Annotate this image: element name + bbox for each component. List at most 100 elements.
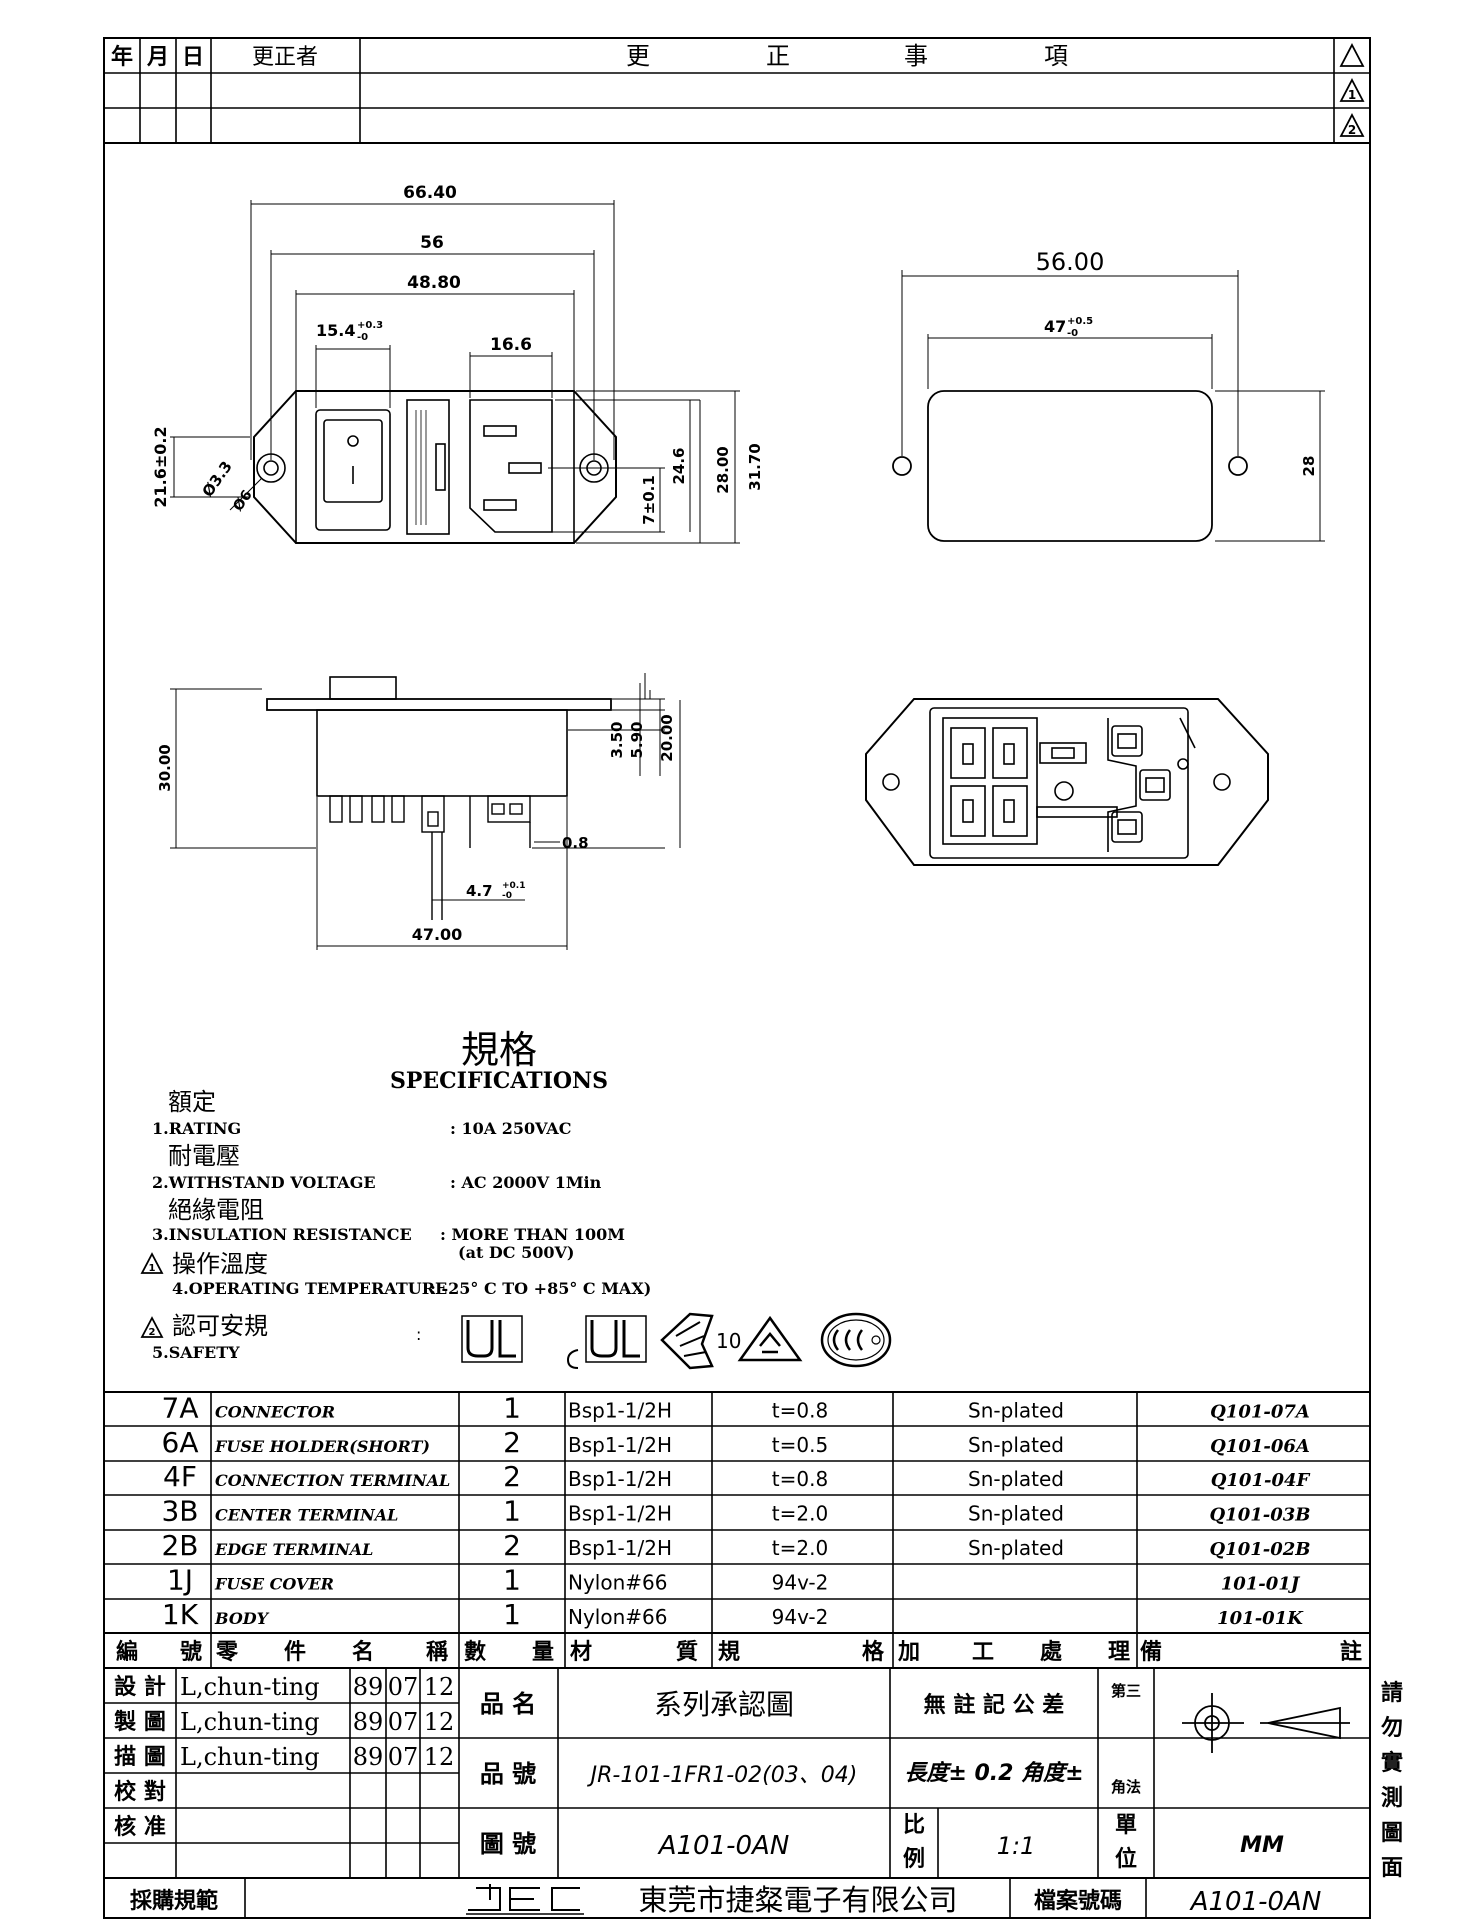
spec-value: : -25° C TO +85° C MAX): [430, 1279, 651, 1298]
svg-text:處: 處: [1040, 1640, 1062, 1665]
part-qty: 1: [503, 1598, 521, 1631]
spec-title-en: SPECIFICATIONS: [390, 1068, 608, 1094]
title-block-grid: [104, 1668, 1370, 1918]
revision-table: [104, 38, 1370, 144]
spec-label-en: 4.OPERATING TEMPERATURE: [172, 1279, 447, 1298]
svg-text:稱: 稱: [426, 1640, 448, 1665]
svg-text:格: 格: [862, 1639, 885, 1665]
spec-label-en: 1.RATING: [152, 1119, 241, 1138]
parts-table-grid: [104, 1391, 1370, 1669]
dim-pin-offset: 7±0.1: [640, 475, 658, 525]
svg-text:L,chun-ting: L,chun-ting: [180, 1743, 320, 1771]
part-name: CONNECTOR: [215, 1402, 335, 1421]
rear-view: [865, 698, 1269, 866]
svg-text:零: 零: [215, 1640, 239, 1665]
rev-header-char-4: 項: [1044, 42, 1068, 70]
part-name: EDGE TERMINAL: [214, 1540, 373, 1559]
part-remark: Q101-06A: [1210, 1436, 1310, 1457]
product-no: JR-101-1FR1-02(03、04): [587, 1763, 858, 1788]
svg-text:89: 89: [353, 1708, 384, 1736]
part-qty: 1: [503, 1391, 521, 1424]
part-process: Sn-plated: [968, 1398, 1064, 1422]
part-qty: 1: [503, 1495, 521, 1528]
spec-item-withstand-voltage: 耐電壓 2.WITHSTAND VOLTAGE : AC 2000V 1Min: [152, 1142, 602, 1192]
svg-text:12: 12: [424, 1708, 455, 1736]
tolerance-label: 無 註 記 公 差: [924, 1692, 1065, 1718]
third-angle-projection-icon: [1182, 1693, 1350, 1753]
part-name: BODY: [214, 1609, 270, 1628]
dim-side-tol-lower: -0: [502, 891, 512, 901]
dim-side-depth: 30.00: [156, 744, 174, 791]
rev-header-year: 年: [111, 44, 133, 70]
dim-body-width: 48.80: [407, 273, 461, 293]
file-no: A101-0AN: [1189, 1887, 1322, 1917]
drawing-no-label: 圖 號: [480, 1830, 536, 1858]
product-no-label: 品 號: [480, 1760, 536, 1788]
svg-text:編: 編: [116, 1639, 138, 1665]
part-name: FUSE HOLDER(SHORT): [214, 1437, 430, 1456]
part-code: 4F: [163, 1460, 197, 1493]
part-code: 3B: [161, 1495, 198, 1528]
spec-value: : MORE THAN 100M: [440, 1225, 625, 1244]
part-qty: 2: [503, 1460, 521, 1493]
svg-text:規: 規: [718, 1640, 740, 1665]
svg-text:07: 07: [388, 1708, 419, 1736]
part-remark: 101-01J: [1221, 1573, 1301, 1594]
spec-value-2: (at DC 500V): [458, 1243, 574, 1262]
spec-item-insulation: 絕緣電阻 3.INSULATION RESISTANCE : MORE THAN…: [152, 1196, 625, 1262]
part-remark: Q101-02B: [1210, 1539, 1311, 1560]
rev-header-corrector: 更正者: [252, 45, 318, 70]
rev-header-month: 月: [146, 45, 169, 70]
svg-text:89: 89: [353, 1673, 384, 1701]
unit-label-1: 單: [1115, 1813, 1137, 1838]
svg-text:工: 工: [972, 1640, 994, 1665]
part-process: Sn-plated: [968, 1502, 1064, 1526]
rocker-switch: [315, 409, 391, 531]
front-view-dimensions: [170, 200, 740, 544]
svg-text:07: 07: [388, 1743, 419, 1771]
dim-switch-tol-upper: +0.3: [357, 320, 383, 331]
part-remark: Q101-04F: [1211, 1470, 1311, 1491]
spec-item-rating: 額定 1.RATING : 10A 250VAC: [152, 1088, 571, 1138]
side-note-vertical: 請 勿 實 測 圖 面: [1381, 1680, 1403, 1881]
fuse-holder: [406, 399, 450, 535]
spec-label-cn: 操作溫度: [172, 1250, 268, 1278]
spec-label-cn: 絕緣電阻: [168, 1196, 264, 1224]
dim-switch-tol-lower: -0: [357, 332, 368, 343]
part-material: Bsp1-1/2H: [568, 1502, 672, 1526]
svg-text:實: 實: [1381, 1750, 1403, 1776]
signatory-row-trace: L,chun-ting 89 07 12: [180, 1743, 454, 1771]
side-view: [266, 676, 612, 920]
svg-text:名: 名: [352, 1639, 374, 1665]
svg-text:量: 量: [532, 1640, 554, 1665]
dim-inlet-height: 24.6: [670, 447, 688, 484]
projection-label-1: 第三: [1111, 1682, 1141, 1700]
part-spec: t=0.8: [772, 1398, 828, 1422]
svg-text:圖: 圖: [1381, 1821, 1403, 1846]
svg-text:備: 備: [1140, 1639, 1162, 1665]
rear-outline-dimensions: [901, 270, 1325, 542]
part-material: Bsp1-1/2H: [568, 1398, 672, 1422]
part-spec: t=0.5: [772, 1433, 828, 1457]
part-code: 1J: [167, 1563, 193, 1596]
svg-text:89: 89: [353, 1743, 384, 1771]
spec-label-en: 3.INSULATION RESISTANCE: [152, 1225, 412, 1244]
part-name: CENTER TERMINAL: [215, 1506, 398, 1525]
part-process: Sn-plated: [968, 1536, 1064, 1560]
side-view-dimensions: [170, 673, 681, 950]
part-remark: 101-01K: [1217, 1608, 1304, 1629]
svg-text:數: 數: [464, 1640, 486, 1665]
product-name: 系列承認圖: [654, 1688, 794, 1721]
spec-value: : 10A 250VAC: [450, 1119, 571, 1138]
svg-text:1: 1: [1348, 88, 1356, 102]
dim-flange-height: 21.6±0.2: [151, 426, 170, 507]
svg-text:件: 件: [284, 1640, 306, 1665]
role-draw: 製 圖: [113, 1709, 166, 1735]
svg-text:測: 測: [1381, 1786, 1403, 1811]
part-material: Bsp1-1/2H: [568, 1467, 672, 1491]
dim-side-terminal-width: 4.7: [466, 882, 493, 900]
